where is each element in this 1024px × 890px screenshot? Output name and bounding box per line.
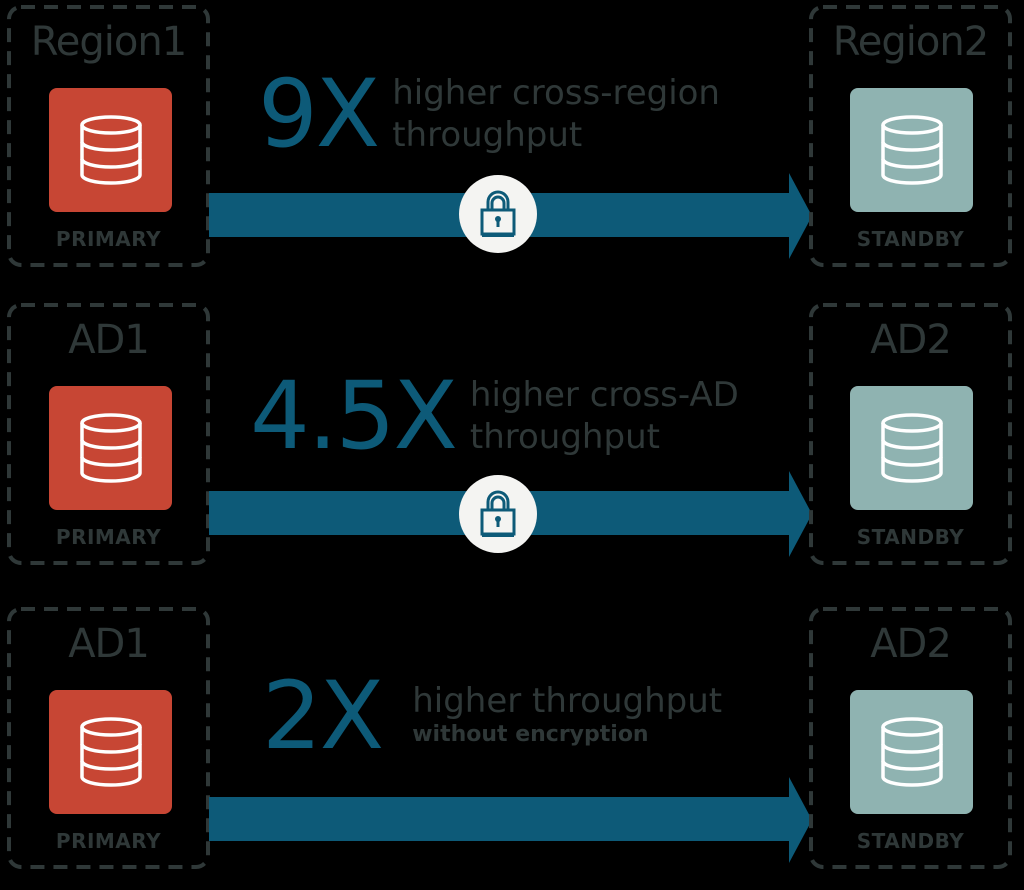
node-title: Region1 bbox=[30, 19, 187, 65]
target-node-ad2: AD2 STANDBY bbox=[809, 607, 1012, 869]
metric-description: higher throughput without encryption bbox=[412, 680, 722, 748]
primary-db-tile bbox=[49, 386, 172, 510]
metric-line1: higher throughput bbox=[412, 681, 723, 721]
database-icon bbox=[79, 115, 142, 185]
dashed-frame bbox=[809, 303, 1012, 565]
primary-db-tile bbox=[49, 690, 172, 814]
metric-line2: throughput bbox=[392, 115, 583, 155]
node-title: AD1 bbox=[68, 317, 150, 363]
node-role: STANDBY bbox=[856, 525, 965, 549]
metric-line1: higher cross-AD bbox=[469, 375, 739, 415]
standby-db-tile bbox=[850, 386, 973, 510]
database-icon bbox=[79, 717, 142, 787]
dashed-frame bbox=[809, 607, 1012, 869]
replication-arrow bbox=[209, 777, 812, 863]
dashed-frame bbox=[809, 5, 1012, 267]
database-icon bbox=[880, 115, 943, 185]
encryption-lock bbox=[459, 175, 537, 253]
metric-description: higher cross-region throughput bbox=[392, 72, 720, 156]
node-role: STANDBY bbox=[856, 227, 965, 251]
padlock-icon bbox=[480, 490, 516, 537]
node-title: AD2 bbox=[870, 621, 952, 667]
metric-value: 4.5X bbox=[250, 362, 458, 471]
metric-4-5x: 4.5X higher cross-AD throughput bbox=[250, 370, 739, 464]
target-node-ad2: AD2 STANDBY bbox=[809, 303, 1012, 565]
dashed-frame bbox=[7, 607, 210, 869]
row-cross-ad: AD1 PRIMARY 4.5X higher cross-AD through… bbox=[0, 300, 1024, 590]
target-node-region2: Region2 STANDBY bbox=[809, 5, 1012, 267]
primary-db-tile bbox=[49, 88, 172, 212]
node-title: AD2 bbox=[870, 317, 952, 363]
node-role: PRIMARY bbox=[55, 829, 162, 853]
source-node-region1: Region1 PRIMARY bbox=[7, 5, 210, 267]
metric-2x: 2X higher throughput without encryption bbox=[262, 670, 722, 764]
metric-description: higher cross-AD throughput bbox=[470, 374, 739, 458]
metric-line1: higher cross-region bbox=[392, 73, 720, 113]
metric-line2: without encryption bbox=[412, 722, 649, 747]
database-icon bbox=[880, 717, 943, 787]
node-role: STANDBY bbox=[856, 829, 965, 853]
standby-db-tile bbox=[850, 690, 973, 814]
metric-line2: throughput bbox=[469, 417, 660, 457]
row-cross-region: Region1 PRIMARY 9X higher cross-region t… bbox=[0, 0, 1024, 290]
metric-value: 9X bbox=[258, 60, 380, 169]
metric-9x: 9X higher cross-region throughput bbox=[258, 68, 720, 162]
padlock-icon bbox=[480, 190, 516, 237]
node-title: Region2 bbox=[832, 19, 989, 65]
source-node-ad1: AD1 PRIMARY bbox=[7, 607, 210, 869]
source-node-ad1: AD1 PRIMARY bbox=[7, 303, 210, 565]
standby-db-tile bbox=[850, 88, 973, 212]
dashed-frame bbox=[7, 5, 210, 267]
metric-value: 2X bbox=[262, 662, 384, 771]
dashed-frame bbox=[7, 303, 210, 565]
node-role: PRIMARY bbox=[55, 525, 162, 549]
node-role: PRIMARY bbox=[55, 227, 162, 251]
database-icon bbox=[79, 413, 142, 483]
node-title: AD1 bbox=[68, 621, 150, 667]
encryption-lock bbox=[459, 475, 537, 553]
row-no-encryption: AD1 PRIMARY 2X higher throughput without… bbox=[0, 600, 1024, 890]
database-icon bbox=[880, 413, 943, 483]
